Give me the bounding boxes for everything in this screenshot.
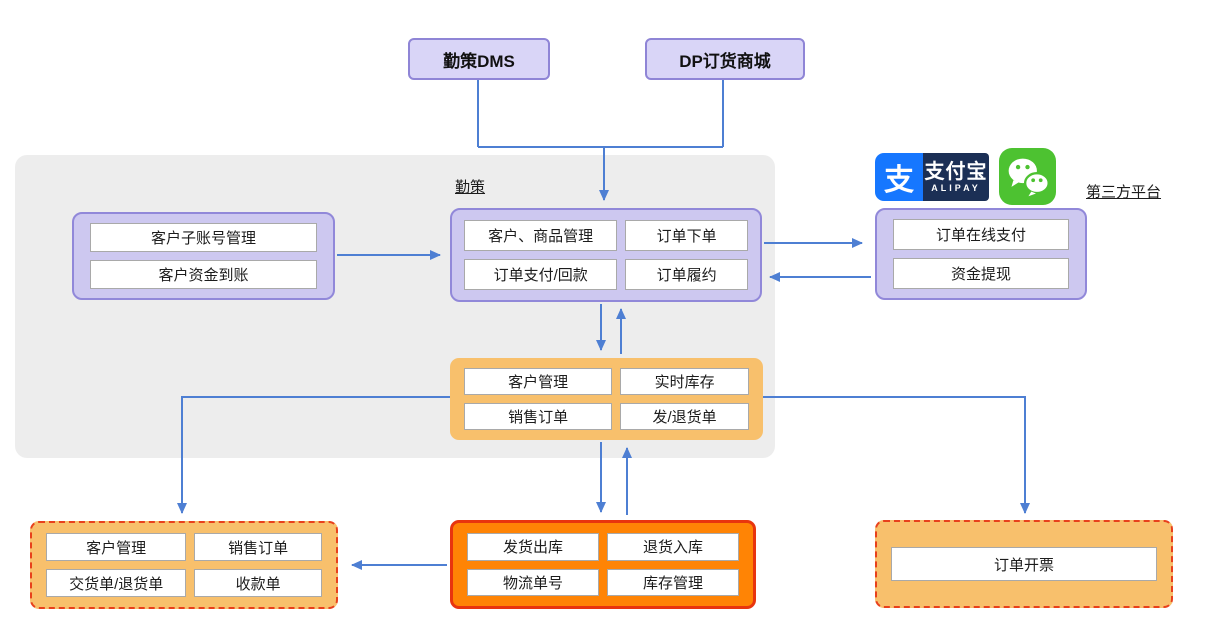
node-customer-funds-arrival: 客户资金到账 (90, 260, 317, 289)
node-realtime-inventory: 实时库存 (620, 368, 749, 395)
node-customer-subaccount-mgmt: 客户子账号管理 (90, 223, 317, 252)
qince-platform-label: 勤策 (455, 179, 486, 196)
group-third-party-payment: 订单在线支付 资金提现 (875, 208, 1087, 300)
node-inventory-mgmt: 库存管理 (607, 568, 739, 596)
node-order-online-payment: 订单在线支付 (893, 219, 1069, 250)
wechat-logo (999, 148, 1056, 205)
node-customer-mgmt-erp: 客户管理 (46, 533, 187, 561)
node-funds-withdrawal: 资金提现 (893, 258, 1069, 289)
node-order-payment-collection: 订单支付/回款 (464, 259, 618, 290)
node-logistics-tracking-no: 物流单号 (467, 568, 599, 596)
node-sales-order-erp: 销售订单 (194, 533, 322, 561)
node-order-fulfillment: 订单履约 (625, 259, 748, 290)
wechat-bubbles-icon (1008, 158, 1050, 197)
group-erp: 客户管理 销售订单 交货单/退货单 收款单 (30, 521, 338, 609)
group-qince-core: 客户、商品管理 订单下单 订单支付/回款 订单履约 (450, 208, 762, 302)
group-wms: 发货出库 退货入库 物流单号 库存管理 (450, 520, 756, 609)
node-customer-product-mgmt: 客户、商品管理 (464, 220, 618, 251)
node-shipment-outbound: 发货出库 (467, 533, 599, 561)
group-qince-order-stock: 客户管理 实时库存 销售订单 发/退货单 (450, 358, 763, 440)
alipay-sub: ALIPAY (931, 182, 981, 193)
node-shipment-return-note: 发/退货单 (620, 403, 749, 430)
node-dp-order-mall: DP订货商城 (645, 38, 805, 80)
node-customer-mgmt-mid: 客户管理 (464, 368, 613, 395)
node-return-inbound: 退货入库 (607, 533, 739, 561)
alipay-name: 支付宝 (924, 160, 988, 183)
third-party-platform-label: 第三方平台 (1086, 184, 1162, 201)
alipay-wordmark: 支付宝 ALIPAY (923, 153, 989, 201)
node-order-placement: 订单下单 (625, 220, 748, 251)
group-invoicing: 订单开票 (875, 520, 1173, 608)
node-qince-dms: 勤策DMS (408, 38, 550, 80)
node-receipt-note: 收款单 (194, 569, 322, 597)
node-sales-order-mid: 销售订单 (464, 403, 613, 430)
group-customer-account: 客户子账号管理 客户资金到账 (72, 212, 335, 300)
alipay-logo: 支 支付宝 ALIPAY (875, 153, 989, 201)
node-order-invoicing: 订单开票 (891, 547, 1157, 581)
alipay-glyph-icon: 支 (875, 153, 923, 201)
node-delivery-return-note: 交货单/退货单 (46, 569, 187, 597)
